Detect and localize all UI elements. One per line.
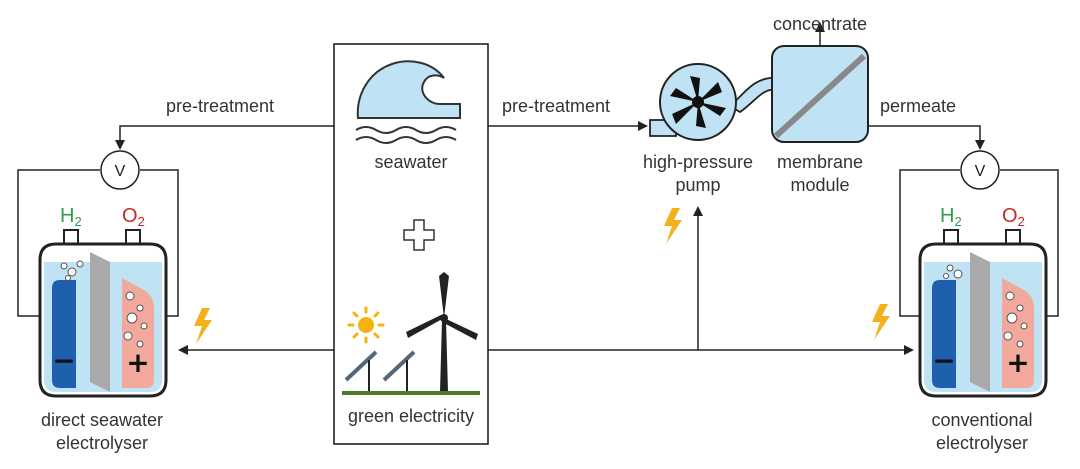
green-electricity-label: green electricity	[348, 406, 474, 426]
ground-line	[342, 391, 480, 395]
conventional-label-line1: conventional	[931, 410, 1032, 430]
concentrate-label: concentrate	[773, 14, 867, 34]
direct-seawater-electrolyser: V − +	[17, 150, 179, 398]
voltmeter-label: V	[975, 163, 986, 180]
seawater-label: seawater	[374, 152, 447, 172]
minus-sign: −	[52, 344, 75, 377]
wind-turbine-icon	[406, 272, 478, 392]
h2-label-right: H2	[940, 205, 962, 229]
plus-sign: +	[126, 346, 149, 379]
pump-label-line1: high-pressure	[643, 152, 753, 172]
pretreatment-left-label: pre-treatment	[166, 96, 274, 116]
voltmeter-icon	[100, 150, 140, 190]
membrane-module-icon	[771, 45, 869, 143]
solar-panel-icon	[344, 350, 416, 392]
pump-label-line2: pump	[675, 175, 720, 195]
o2-label-right: O2	[1002, 205, 1025, 229]
lightning-icon	[664, 208, 682, 244]
conventional-electrolyser: V − +	[899, 150, 1059, 398]
central-box	[333, 43, 489, 445]
pump-icon	[649, 63, 777, 141]
pretreatment-right-label: pre-treatment	[502, 96, 610, 116]
wave-icon	[355, 60, 461, 144]
arrow-permeate	[868, 125, 985, 150]
permeate-label: permeate	[880, 96, 956, 116]
arrow-pretreatment-left	[115, 125, 334, 150]
lightning-icon	[194, 308, 212, 344]
lightning-icon	[872, 304, 890, 340]
membrane-label-line1: membrane	[777, 152, 863, 172]
conventional-label-line2: electrolyser	[936, 433, 1028, 453]
plus-icon	[403, 219, 435, 251]
o2-label-left: O2	[122, 205, 145, 229]
direct-label-line1: direct seawater	[41, 410, 163, 430]
direct-label-line2: electrolyser	[56, 433, 148, 453]
voltmeter-icon	[960, 150, 1000, 190]
sun-icon	[347, 306, 385, 344]
plus-sign: +	[1006, 346, 1029, 379]
voltmeter-label: V	[115, 163, 126, 180]
h2-label-left: H2	[60, 205, 82, 229]
minus-sign: −	[932, 344, 955, 377]
membrane-label-line2: module	[790, 175, 849, 195]
